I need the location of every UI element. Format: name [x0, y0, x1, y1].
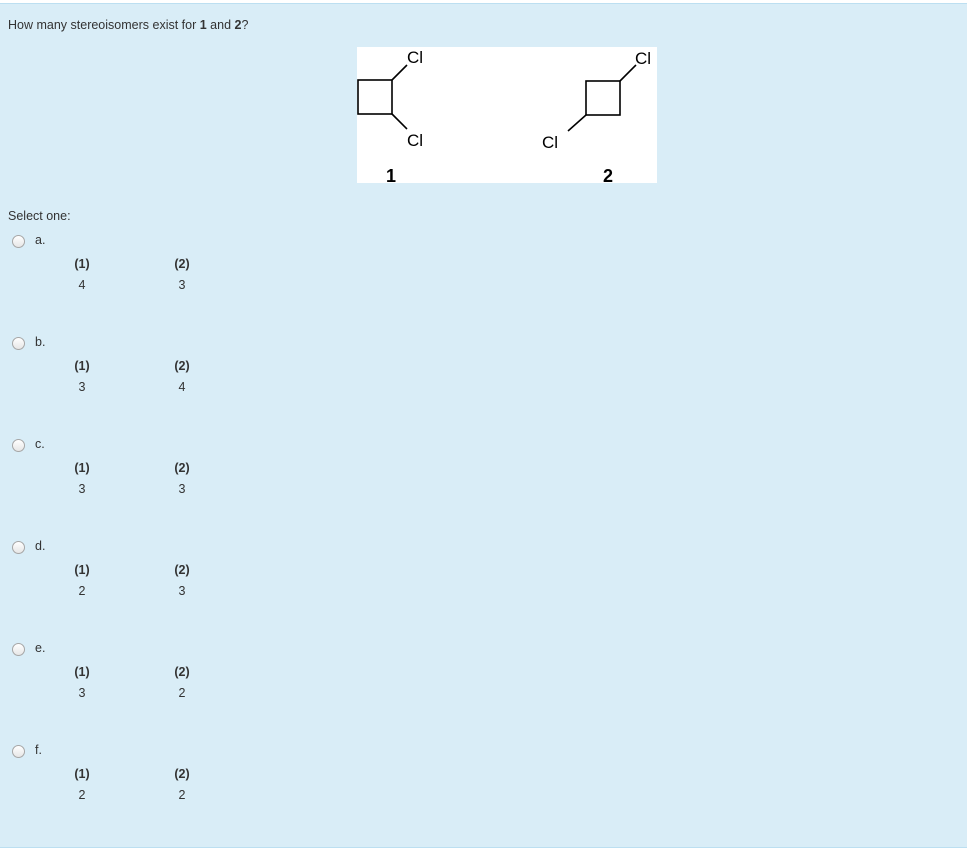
radio-button-a[interactable] — [12, 235, 25, 248]
radio-button-e[interactable] — [12, 643, 25, 656]
cyclobutane-ring-1 — [357, 79, 393, 115]
option-b-value-2: 4 — [178, 380, 186, 394]
question-suffix: ? — [241, 18, 249, 32]
chlorine-label-1b: Cl — [407, 131, 423, 150]
option-f-header-1: (1) — [74, 767, 90, 781]
cyclobutane-ring-2 — [585, 80, 621, 116]
question-prefix: How many stereoisomers exist for — [8, 18, 200, 32]
option-b-value-1: 3 — [78, 380, 86, 394]
question-panel: How many stereoisomers exist for 1 and 2… — [0, 3, 967, 848]
option-e-value-2: 2 — [178, 686, 186, 700]
option-d-value-2: 3 — [178, 584, 186, 598]
bond-cl-bottom-1 — [391, 113, 408, 130]
chlorine-label-2a: Cl — [635, 49, 651, 68]
option-c-value-2: 3 — [178, 482, 186, 496]
option-a-header-1: (1) — [74, 257, 90, 271]
option-f-value-2: 2 — [178, 788, 186, 802]
answer-option-b[interactable]: b. (1) (2) 3 4 — [0, 335, 300, 427]
option-letter-c: c. — [35, 437, 45, 451]
option-b-header-2: (2) — [174, 359, 190, 373]
option-a-value-1: 4 — [78, 278, 86, 292]
bond-cl-top-1 — [391, 64, 408, 81]
option-b-header-1: (1) — [74, 359, 90, 373]
option-c-header-2: (2) — [174, 461, 190, 475]
option-e-header-1: (1) — [74, 665, 90, 679]
option-e-value-1: 3 — [78, 686, 86, 700]
compound-label-2: 2 — [603, 166, 613, 183]
answer-option-a[interactable]: a. (1) (2) 4 3 — [0, 233, 300, 325]
option-letter-a: a. — [35, 233, 46, 247]
option-c-value-1: 3 — [78, 482, 86, 496]
select-one-prompt: Select one: — [8, 209, 71, 223]
question-text: How many stereoisomers exist for 1 and 2… — [8, 18, 248, 32]
radio-button-c[interactable] — [12, 439, 25, 452]
option-letter-e: e. — [35, 641, 46, 655]
option-d-value-1: 2 — [78, 584, 86, 598]
option-a-value-2: 3 — [178, 278, 186, 292]
option-a-header-2: (2) — [174, 257, 190, 271]
radio-button-d[interactable] — [12, 541, 25, 554]
bond-cl-bottom-2 — [567, 114, 587, 132]
answer-option-d[interactable]: d. (1) (2) 2 3 — [0, 539, 300, 631]
structure-figure: Cl Cl 1 Cl Cl 2 — [357, 47, 657, 183]
question-compound-1: 1 — [199, 18, 207, 32]
answer-option-e[interactable]: e. (1) (2) 3 2 — [0, 641, 300, 733]
option-c-header-1: (1) — [74, 461, 90, 475]
radio-button-f[interactable] — [12, 745, 25, 758]
chlorine-label-1a: Cl — [407, 48, 423, 67]
option-letter-d: d. — [35, 539, 46, 553]
option-e-header-2: (2) — [174, 665, 190, 679]
structures-svg: Cl Cl 1 Cl Cl 2 — [357, 48, 651, 183]
option-d-header-2: (2) — [174, 563, 190, 577]
option-letter-f: f. — [35, 743, 42, 757]
compound-label-1: 1 — [386, 166, 396, 183]
answer-option-c[interactable]: c. (1) (2) 3 3 — [0, 437, 300, 529]
chlorine-label-2b: Cl — [542, 133, 558, 152]
answer-option-f[interactable]: f. (1) (2) 2 2 — [0, 743, 300, 835]
question-conjunction: and — [206, 18, 235, 32]
option-f-value-1: 2 — [78, 788, 86, 802]
option-d-header-1: (1) — [74, 563, 90, 577]
question-compound-2: 2 — [234, 18, 242, 32]
option-f-header-2: (2) — [174, 767, 190, 781]
radio-button-b[interactable] — [12, 337, 25, 350]
option-letter-b: b. — [35, 335, 46, 349]
bond-cl-top-2 — [619, 64, 637, 82]
